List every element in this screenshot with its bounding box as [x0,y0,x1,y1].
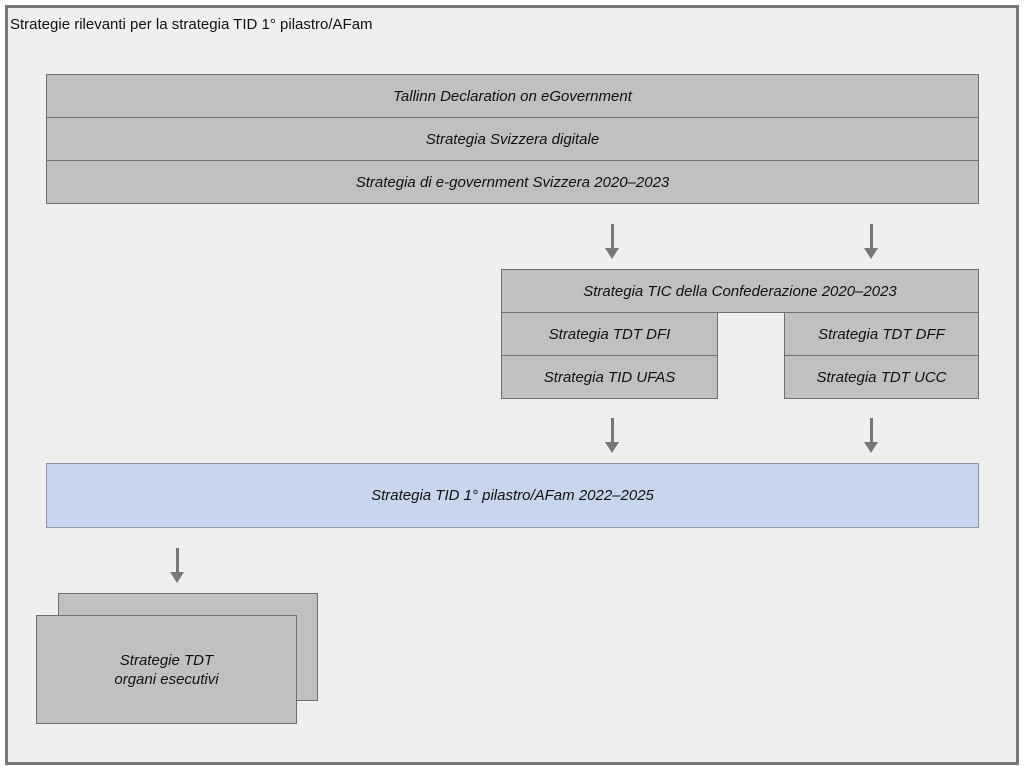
box-strategia-tic-confederazione: Strategia TIC della Confederazione 2020–… [501,269,979,313]
box-tallinn-declaration: Tallinn Declaration on eGovernment [46,74,979,118]
box-e-government-svizzera: Strategia di e-government Svizzera 2020–… [46,160,979,204]
box-strategia-tdt-dfi: Strategia TDT DFI [501,312,718,356]
box-strategia-tid-ufas: Strategia TID UFAS [501,355,718,399]
frame-title: Strategie rilevanti per la strategia TID… [10,16,373,33]
box-strategia-tid-main: Strategia TID 1° pilastro/AFam 2022–2025 [46,463,979,528]
box-strategia-svizzera-digitale: Strategia Svizzera digitale [46,117,979,161]
box-strategia-tdt-ucc: Strategia TDT UCC [784,355,979,399]
box-strategia-tdt-dff: Strategia TDT DFF [784,312,979,356]
box-strategie-tdt-organi-esecutivi: Strategie TDT organi esecutivi [36,615,297,724]
